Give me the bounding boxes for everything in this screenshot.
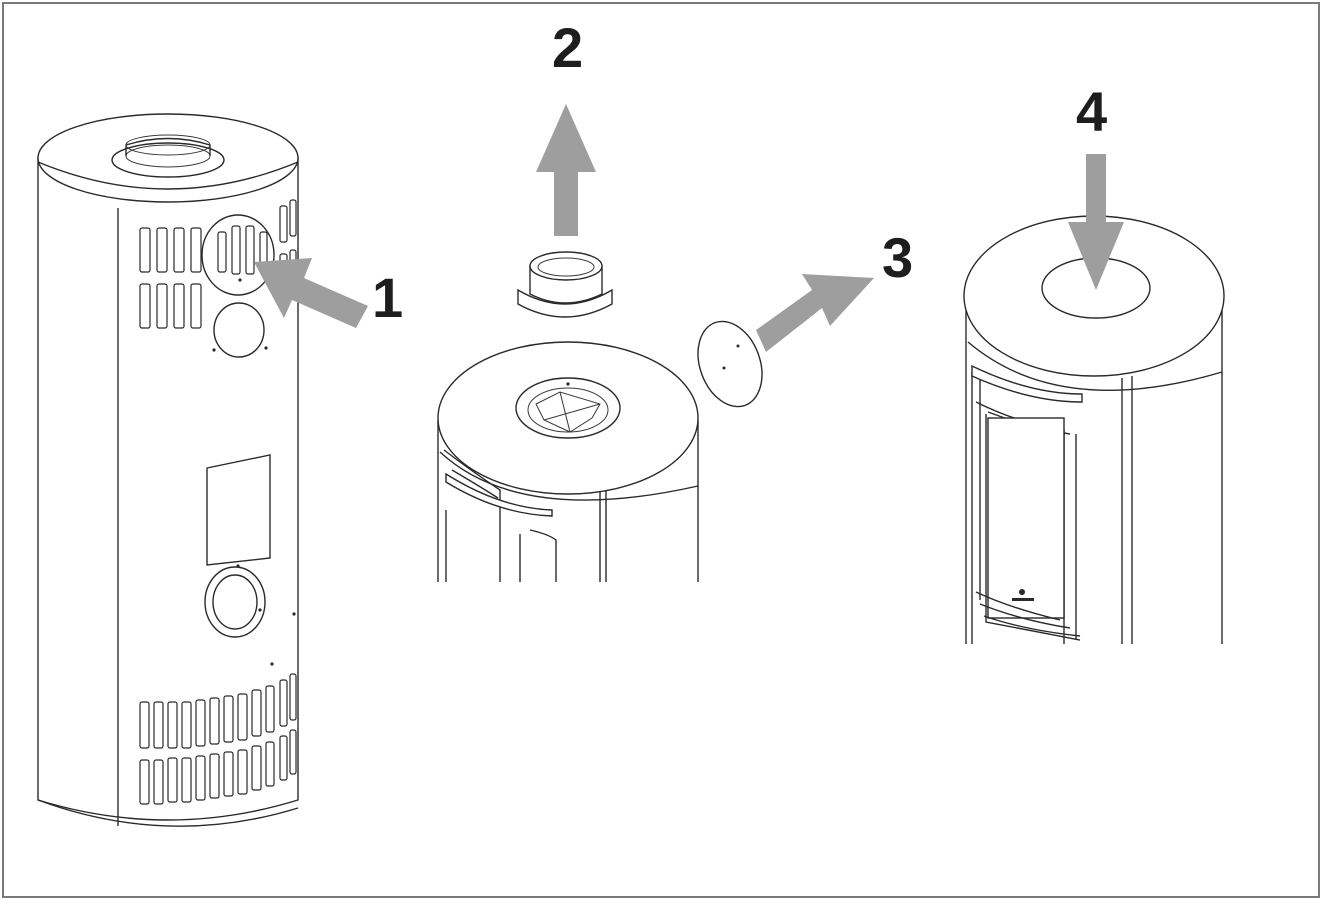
stove-rear-view [37, 113, 299, 827]
stove-plate-installed [963, 215, 1225, 644]
arrow-step-3 [756, 274, 874, 352]
rear-outlet-cover [201, 214, 275, 296]
brand-logo [1012, 589, 1034, 601]
step-number-2: 2 [552, 16, 584, 79]
lower-round-outlet [204, 564, 266, 638]
lower-vent-slots [139, 673, 297, 805]
stove-top-collar-removed [437, 341, 699, 582]
step-number-1: 1 [372, 266, 404, 329]
flue-collar-ring [517, 251, 613, 318]
arrow-step-4 [1068, 154, 1124, 290]
step-number-3: 3 [882, 226, 914, 289]
arrow-step-1 [254, 258, 368, 328]
cover-plate-disc [697, 320, 763, 408]
step-number-4: 4 [1076, 80, 1108, 143]
arrow-step-2 [536, 104, 596, 236]
